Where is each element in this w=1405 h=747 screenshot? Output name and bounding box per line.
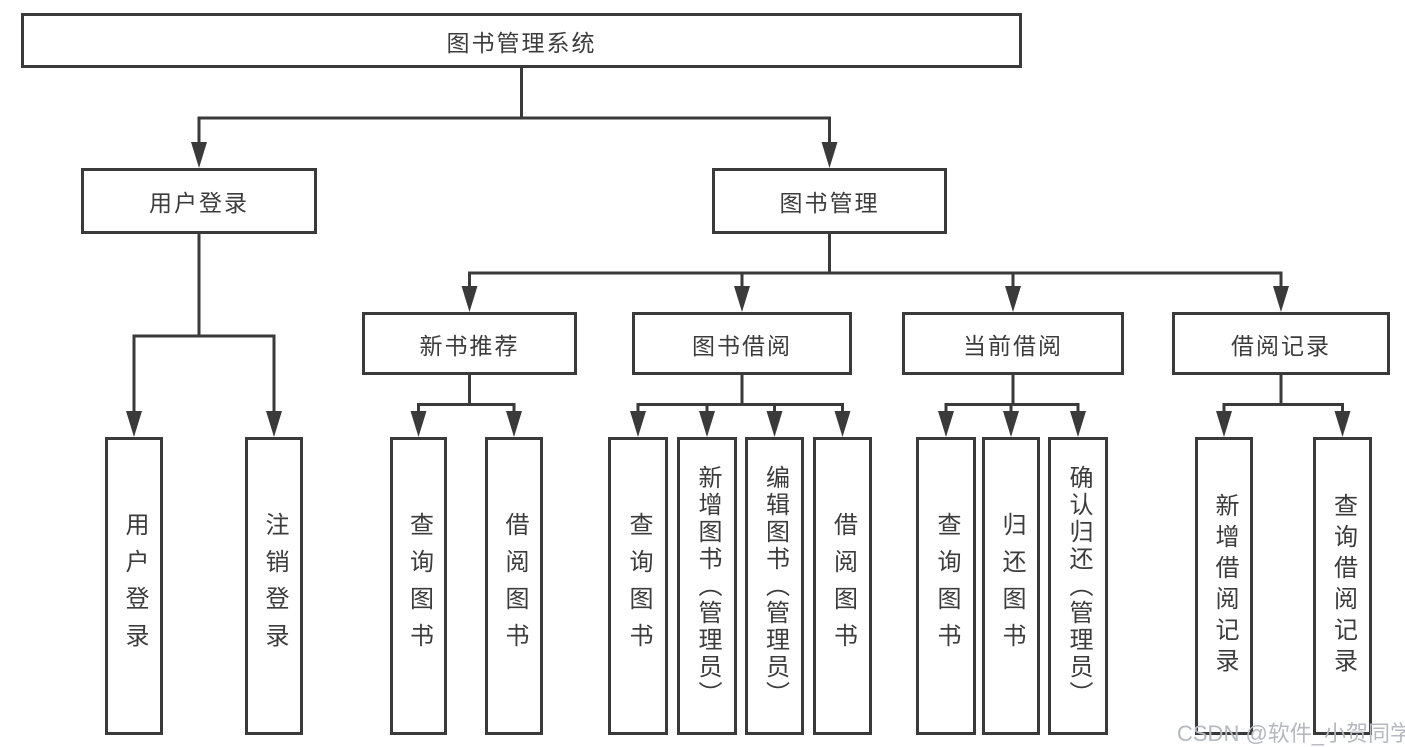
- node-user-login-label: 用户登录: [149, 190, 249, 216]
- connector-current-borrow: [938, 375, 1086, 437]
- leaf-logout-label: 注销登录: [261, 512, 288, 660]
- leaf-current-return-label: 归还图书: [998, 512, 1025, 660]
- leaf-newbooks-query-label: 查询图书: [405, 512, 433, 660]
- node-book-borrow-label: 图书借阅: [692, 332, 792, 359]
- leaf-borrow-edit: 编辑图书（管理员）: [745, 437, 804, 735]
- node-borrow-records: 借阅记录: [1172, 312, 1390, 375]
- node-book-borrow: 图书借阅: [632, 312, 852, 375]
- connector-root: [191, 68, 838, 168]
- leaf-borrow-query-label: 查询图书: [625, 512, 652, 660]
- leaf-current-query: 查询图书: [916, 437, 976, 735]
- leaf-records-add-label: 新增借阅记录: [1211, 493, 1238, 679]
- leaf-borrow-book-label: 借阅图书: [829, 512, 857, 660]
- leaf-borrow-add: 新增图书（管理员）: [677, 437, 737, 735]
- node-current-borrow-label: 当前借阅: [963, 332, 1063, 359]
- connector-book-mgmt: [461, 234, 1289, 312]
- node-current-borrow: 当前借阅: [902, 312, 1124, 375]
- connector-new-books: [410, 375, 522, 437]
- leaf-current-query-label: 查询图书: [933, 512, 960, 660]
- node-root-label: 图书管理系统: [446, 29, 597, 56]
- leaf-logout: 注销登录: [245, 437, 303, 735]
- node-new-books: 新书推荐: [362, 312, 577, 375]
- leaf-records-query: 查询借阅记录: [1313, 437, 1372, 735]
- leaf-user-login-label: 用户登录: [121, 512, 148, 660]
- leaf-user-login: 用户登录: [105, 437, 163, 735]
- leaf-current-return: 归还图书: [982, 437, 1040, 735]
- leaf-records-query-label: 查询借阅记录: [1329, 493, 1357, 679]
- node-new-books-label: 新书推荐: [419, 332, 520, 359]
- leaf-current-confirm-label: 确认归还（管理员）: [1065, 464, 1092, 708]
- leaf-borrow-edit-label: 编辑图书（管理员）: [761, 464, 789, 708]
- leaf-borrow-query: 查询图书: [608, 437, 668, 735]
- connector-user-login: [126, 234, 282, 437]
- node-borrow-records-label: 借阅记录: [1231, 332, 1331, 359]
- leaf-borrow-add-label: 新增图书（管理员）: [694, 464, 721, 708]
- node-root: 图书管理系统: [21, 13, 1022, 68]
- leaf-records-add: 新增借阅记录: [1195, 437, 1253, 735]
- leaf-newbooks-borrow: 借阅图书: [485, 437, 543, 735]
- leaf-borrow-book: 借阅图书: [813, 437, 872, 735]
- node-book-mgmt-label: 图书管理: [779, 190, 880, 216]
- leaf-current-confirm: 确认归还（管理员）: [1048, 437, 1108, 735]
- leaf-newbooks-query: 查询图书: [390, 437, 447, 735]
- leaf-newbooks-borrow-label: 借阅图书: [501, 512, 528, 660]
- csdn-watermark: CSDN @软件_小贺同学: [1177, 721, 1405, 746]
- connector-book-borrow: [630, 375, 851, 437]
- node-user-login: 用户登录: [81, 168, 317, 234]
- node-book-mgmt: 图书管理: [712, 168, 947, 234]
- connector-borrow-records: [1216, 375, 1351, 437]
